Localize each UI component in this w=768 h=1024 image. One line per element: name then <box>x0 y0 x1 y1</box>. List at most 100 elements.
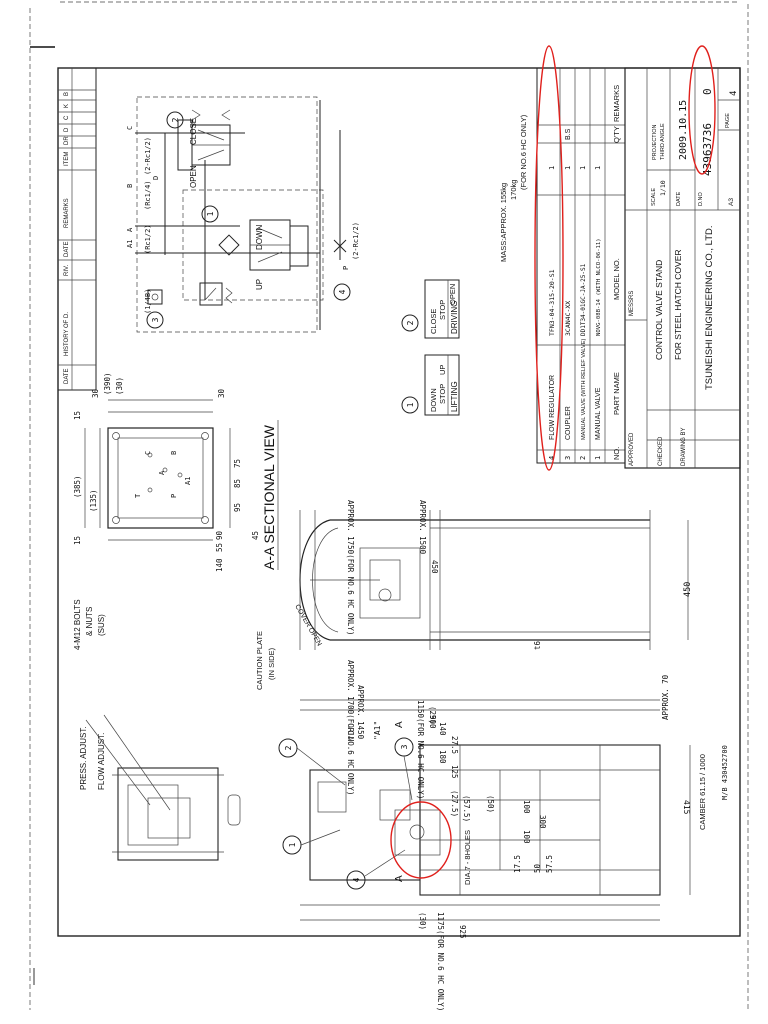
page-label: PAGE <box>725 113 731 128</box>
parts-row-3-remarks: B.S <box>565 128 572 140</box>
port-label-rc1-4: (Rc1/4) <box>144 180 152 210</box>
section-dim: 450 <box>683 582 693 597</box>
markup-ellipse-valve-detail <box>390 801 452 879</box>
valve-1-symbol <box>249 219 309 271</box>
legend-lifting-number: 1 <box>406 402 415 407</box>
schematic-callout-3: 3 <box>146 311 164 329</box>
top-view-dim: 30 <box>217 388 226 398</box>
markup-ellipse-parts-list <box>534 45 564 471</box>
company-name: TSUNEISHI ENGINEERING CO., LTD. <box>704 225 715 390</box>
rev-header-k: K <box>64 104 70 108</box>
svg-text:3: 3 <box>400 744 409 749</box>
front-view-dim: 1175(FOR NO.6 HC ONLY) <box>436 912 445 1011</box>
legend-lifting-title: LIFTING <box>450 381 459 412</box>
rev-header-remarks: REMARKS <box>64 198 70 228</box>
rev-header-date2: DATE <box>64 241 70 257</box>
parts-list: NO. PART NAME MODEL NO. Q'TY REMARKS 4 F… <box>536 67 626 464</box>
top-view-dim: 15 <box>73 536 82 545</box>
top-view-letter-t: T <box>134 493 142 498</box>
date-value: 2009.10.15 <box>678 100 689 160</box>
port-label-2-rc1-2-top: (2-Rc1/2) <box>144 137 152 175</box>
rev-header-b: B <box>64 92 70 96</box>
parts-row: 1 MANUAL VALVE NOVG-08B-14 (WITH NLCO-06… <box>594 166 602 460</box>
port-letter-a1: A1 <box>126 240 134 248</box>
parts-row-3-qty: 1 <box>564 166 572 170</box>
parts-header-remarks: REMARKS <box>612 85 621 122</box>
parts-row-4-model: TFN3-04-315-20-S1 <box>548 269 556 336</box>
checked-label: CHECKED <box>658 436 664 466</box>
approved-label: APPROVED <box>629 432 635 466</box>
holes-note: DIA.7 - 8HOLES <box>463 830 472 885</box>
legend-lifting-item-stop: STOP <box>438 384 447 404</box>
front-view-dim: 100 <box>522 800 531 814</box>
top-view-dim: 55 <box>215 543 224 552</box>
front-view-dim: 900 <box>428 715 437 729</box>
front-callout-2: 2 <box>278 738 346 786</box>
valve-label-close: CLOSE <box>189 118 198 145</box>
top-view-dim: (390) <box>103 372 112 395</box>
legend-lifting: 1 LIFTING DOWN STOP UP <box>401 354 460 416</box>
parts-row-4-qty: 1 <box>548 166 556 170</box>
legend-driving-item-close: CLOSE <box>429 309 438 334</box>
rev-header-history: HISTORY OF D. <box>64 312 70 356</box>
section-dim: t6 <box>533 640 542 650</box>
sheet-size: A3 <box>728 198 735 206</box>
port-letter-b: B <box>126 184 134 188</box>
front-view-dim: 140 <box>438 722 447 736</box>
dwg-no-label: D.NO <box>698 192 704 206</box>
section-marker-a-bottom: A <box>394 875 405 882</box>
detail-a1-label: "A1" <box>373 721 382 740</box>
port-letter-d: D <box>152 176 160 180</box>
dwg-rev-value: 0 <box>701 88 714 95</box>
port-letter-a: A <box>126 227 134 232</box>
coupler-symbol <box>147 289 163 305</box>
projection-label: PROJECTION <box>652 125 658 160</box>
red-markup <box>390 45 716 879</box>
side-view: PRESS. ADJUST. FLOW ADJUST. <box>79 714 241 861</box>
front-view: 1150(FOR NO.6 HC ONLY) 900 (25) 140 180 … <box>278 674 729 1011</box>
bolt-note-line-1: 4-M12 BOLTS <box>73 599 82 650</box>
mass-line-1: MASS:APPROX. 155kg <box>499 183 508 262</box>
top-view-dim: 95 <box>233 503 242 512</box>
schematic-callout-4: 4 <box>333 283 351 301</box>
port-label-1-4b: (1/4B) <box>144 289 152 314</box>
port-label-2-rc1-2-bottom: (2-Rc1/2) <box>352 222 360 260</box>
parts-header-model: MODEL NO. <box>612 258 621 300</box>
parts-header-qty: Q'TY <box>612 126 621 143</box>
parts-row-2-no: 2 <box>579 456 587 460</box>
front-view-dim: 180 <box>438 750 447 764</box>
parts-row-1-name: MANUAL VALVE <box>595 387 602 440</box>
front-callout-1: 1 <box>282 829 341 855</box>
camber-note: CAMBER 61.15 / 1000 <box>698 754 707 830</box>
top-view-dim: (135) <box>89 489 98 512</box>
parts-row-4-name: FLOW REGULATOR <box>549 375 556 440</box>
parts-row: 4 FLOW REGULATOR TFN3-04-315-20-S1 1 <box>548 166 556 460</box>
front-view-dim: (50) <box>486 795 495 813</box>
svg-text:3: 3 <box>151 317 160 322</box>
front-view-dim: 57.5 <box>545 855 554 873</box>
rev-header-c: C <box>64 115 70 120</box>
top-view-letter-a1: A1 <box>184 477 192 485</box>
schematic-callout-1: 1 <box>201 205 219 223</box>
parts-row-3-no: 3 <box>564 456 572 460</box>
markup-ellipse-dwg-no <box>688 45 716 175</box>
front-view-dim: APPROX. 70 <box>661 674 670 720</box>
caution-plate-note: (IN SIDE) <box>267 647 276 680</box>
front-view-dim: (25) <box>428 706 437 724</box>
caution-plate-label: CAUTION PLATE <box>255 631 264 690</box>
section-dim: APPROX. 1500 <box>418 500 427 555</box>
parts-row-4-no: 4 <box>548 456 556 460</box>
hydraulic-schematic: (1/4B) (Rc1/2) (Rc1/4) (2-Rc1/2) (2-Rc1/… <box>126 96 360 333</box>
top-view-letter-b: B <box>170 451 178 455</box>
front-view-dim: 125 <box>450 765 459 779</box>
page-value: 4 <box>729 91 739 96</box>
flow-regulator-symbol <box>333 239 347 253</box>
drawing-title-line-1: CONTROL VALVE STAND <box>654 260 664 360</box>
front-view-dim: 925 <box>458 925 467 939</box>
mass-line-3: (FOR NO.6 HC ONLY) <box>519 114 528 190</box>
rev-header-dr: DR <box>64 136 70 145</box>
valve-2-symbol <box>177 109 231 171</box>
top-view-letter-a: A <box>158 470 166 475</box>
top-view-dim: 15 <box>73 411 82 420</box>
mass-line-2: 170kg <box>509 180 518 200</box>
